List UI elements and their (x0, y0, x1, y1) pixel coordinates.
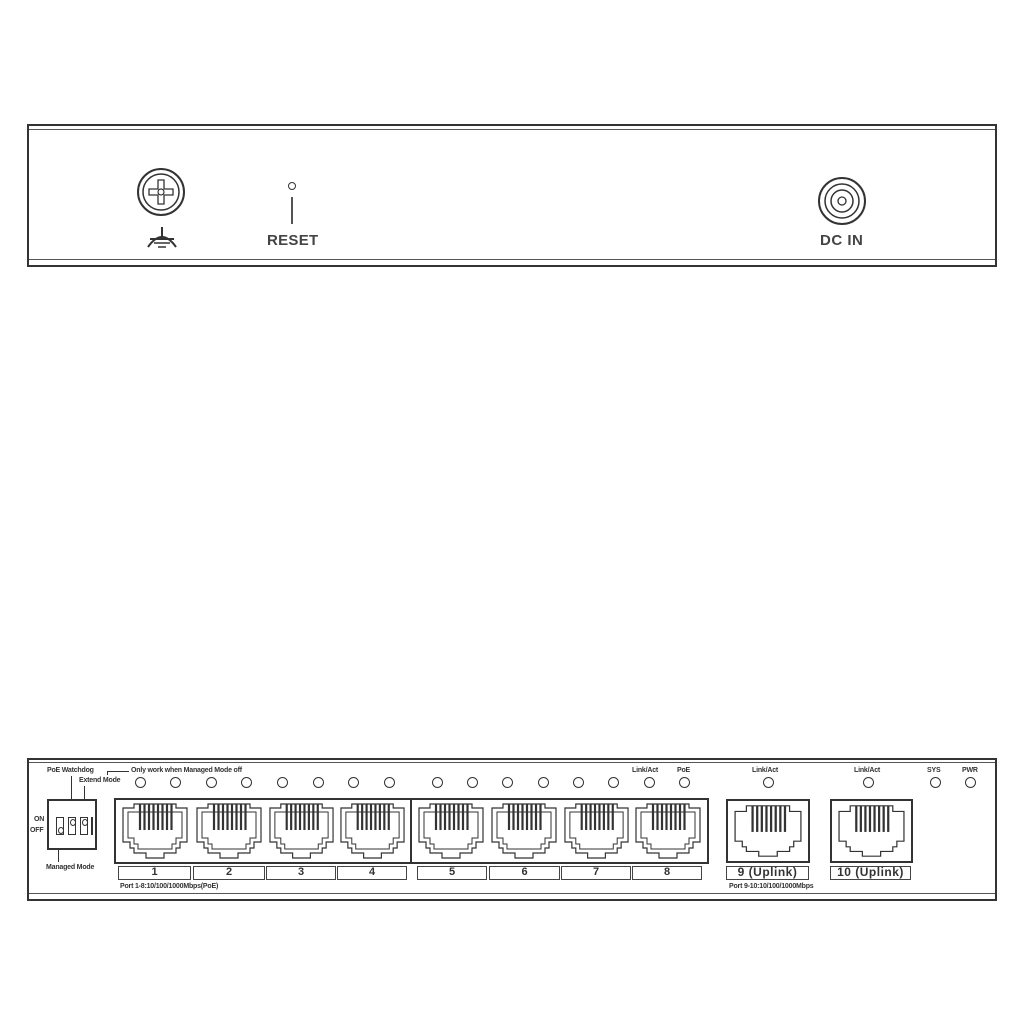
led-port5-poe (467, 777, 478, 788)
reset-label: RESET (267, 232, 319, 249)
managed-mode-leader (58, 850, 59, 862)
dip-switch (47, 799, 97, 850)
led-port1-poe (170, 777, 181, 788)
extend-mode-label: Extend Mode (79, 777, 121, 784)
led-sys (930, 777, 941, 788)
port-label-2: 2 (193, 866, 265, 880)
note-leader-line (107, 771, 129, 772)
rj45-port-icon (491, 803, 557, 859)
dip-on-label: ON (34, 816, 45, 823)
poe-watchdog-label: PoE Watchdog (47, 767, 94, 774)
link-act-label: Link/Act (632, 767, 659, 774)
led-port7-link (573, 777, 584, 788)
port-label-7: 7 (561, 866, 631, 880)
port-label-1: 1 (118, 866, 191, 880)
rj45-port-7[interactable] (562, 802, 631, 860)
rj45-port-icon (564, 803, 629, 859)
led-port6-poe (538, 777, 549, 788)
led-port3-poe (313, 777, 324, 788)
led-port2-poe (241, 777, 252, 788)
led-port1-link (135, 777, 146, 788)
ground-icon (146, 225, 178, 249)
led-port8-link (644, 777, 655, 788)
extend-mode-leader (84, 786, 85, 799)
rj45-port-2[interactable] (194, 802, 264, 860)
led-port4-poe (384, 777, 395, 788)
rj45-uplink-port-10[interactable] (836, 804, 907, 858)
dc-in-label: DC IN (820, 232, 864, 249)
led-port10-link (863, 777, 874, 788)
dip-off-label: OFF (30, 827, 44, 834)
sys-led-label: SYS (927, 767, 941, 774)
rj45-port-icon (838, 805, 905, 857)
rj45-port-1[interactable] (120, 802, 190, 860)
dip-edge-mark (91, 817, 93, 835)
managed-mode-label: Managed Mode (46, 864, 95, 871)
uplink10-link-act-label: Link/Act (854, 767, 881, 774)
rj45-port-icon (734, 805, 802, 857)
dip-knob (70, 819, 76, 826)
rj45-port-3[interactable] (267, 802, 336, 860)
rj45-port-5[interactable] (416, 802, 486, 860)
port-label-3: 3 (266, 866, 336, 880)
led-port5-link (432, 777, 443, 788)
rj45-port-4[interactable] (338, 802, 407, 860)
rj45-port-icon (196, 803, 262, 859)
pwr-led-label: PWR (962, 767, 978, 774)
led-port8-poe (679, 777, 690, 788)
led-port3-link (277, 777, 288, 788)
rj45-port-icon (340, 803, 405, 859)
poe-ports-caption: Port 1-8:10/100/1000Mbps(PoE) (120, 883, 219, 890)
rj45-port-icon (418, 803, 484, 859)
uplink-port-10-frame (830, 799, 913, 863)
rj45-port-8[interactable] (633, 802, 703, 860)
dc-in-jack-icon[interactable] (817, 176, 867, 226)
ground-screw-icon (136, 167, 186, 217)
managed-mode-note-label: Only work when Managed Mode off (131, 767, 242, 774)
led-port4-link (348, 777, 359, 788)
poe-led-label: PoE (677, 767, 691, 774)
rj45-port-6[interactable] (489, 802, 559, 860)
uplink9-link-act-label: Link/Act (752, 767, 779, 774)
port-label-4: 4 (337, 866, 407, 880)
led-port6-link (502, 777, 513, 788)
dip-switch-managed-mode[interactable] (56, 817, 64, 835)
uplink-port-9-frame (726, 799, 810, 863)
note-leader-tick (107, 771, 108, 775)
reset-indicator-line (291, 197, 293, 224)
front-panel-bottom-edge (29, 893, 995, 894)
dip-switch-extend-mode[interactable] (80, 817, 88, 835)
dip-switch-poe-watchdog[interactable] (68, 817, 76, 835)
port-label-5: 5 (417, 866, 487, 880)
front-panel-top-edge (29, 762, 995, 763)
poe-watchdog-leader (71, 776, 72, 799)
rj45-port-icon (635, 803, 701, 859)
poe-port-group-5-8 (410, 798, 709, 864)
rj45-port-icon (122, 803, 188, 859)
reset-hole[interactable] (288, 182, 296, 190)
port-label-8: 8 (632, 866, 702, 880)
rear-panel-bottom-edge (29, 259, 995, 260)
rj45-uplink-port-9[interactable] (732, 804, 804, 858)
port-label-6: 6 (489, 866, 560, 880)
uplink-port-9-label: 9 (Uplink) (726, 866, 809, 880)
led-port7-poe (608, 777, 619, 788)
led-pwr (965, 777, 976, 788)
uplink-port-10-label: 10 (Uplink) (830, 866, 911, 880)
dip-knob (58, 827, 64, 834)
rj45-port-icon (269, 803, 334, 859)
rear-panel-top-edge (29, 129, 995, 130)
led-port9-link (763, 777, 774, 788)
uplink-ports-caption: Port 9-10:10/100/1000Mbps (729, 883, 814, 890)
dip-knob (82, 819, 88, 826)
led-port2-link (206, 777, 217, 788)
rear-panel (27, 124, 997, 267)
